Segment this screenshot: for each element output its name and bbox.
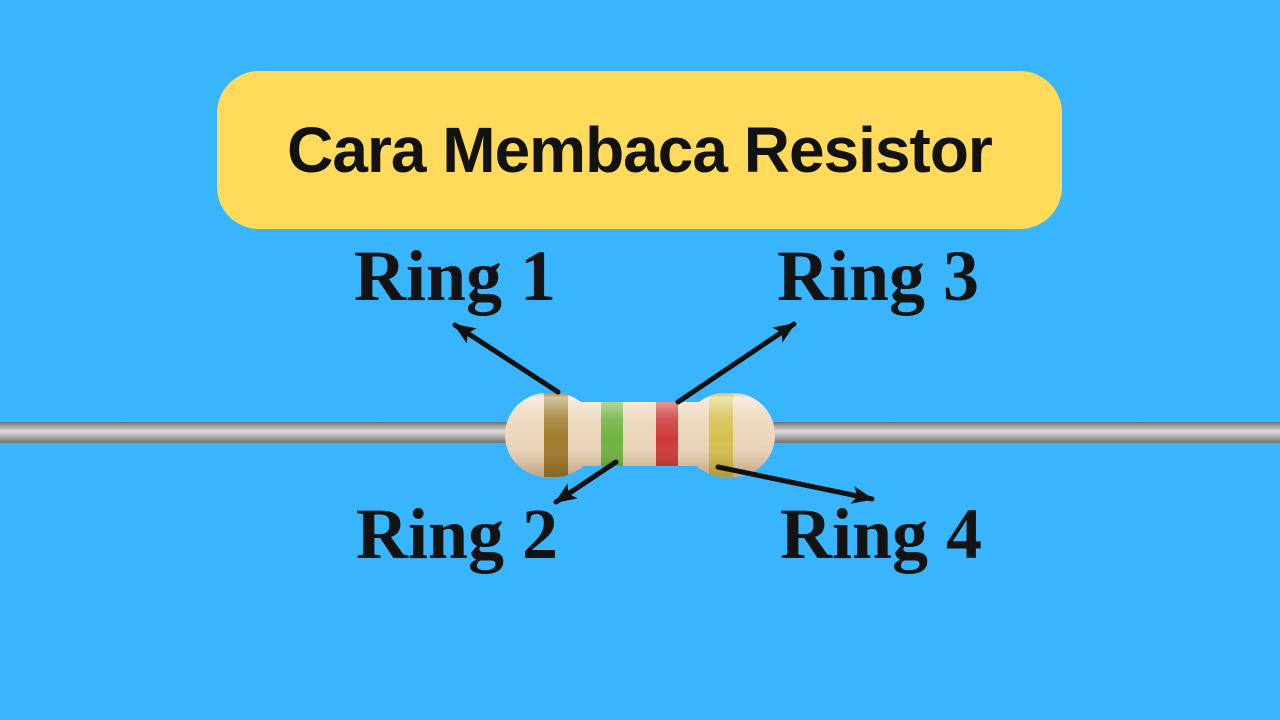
label-ring2: Ring 2	[355, 494, 559, 574]
arrow-to-ring4	[715, 464, 875, 504]
label-ring1: Ring 1	[353, 236, 557, 316]
title-card: Cara Membaca Resistor	[217, 71, 1062, 229]
resistor-shading-overlay	[505, 393, 775, 477]
arrow-to-ring2	[553, 459, 619, 505]
arrow-to-ring1	[452, 322, 561, 395]
page-title: Cara Membaca Resistor	[287, 114, 993, 186]
label-ring3: Ring 3	[776, 236, 980, 316]
arrow-to-ring3	[675, 321, 797, 405]
label-ring4: Ring 4	[779, 494, 983, 574]
